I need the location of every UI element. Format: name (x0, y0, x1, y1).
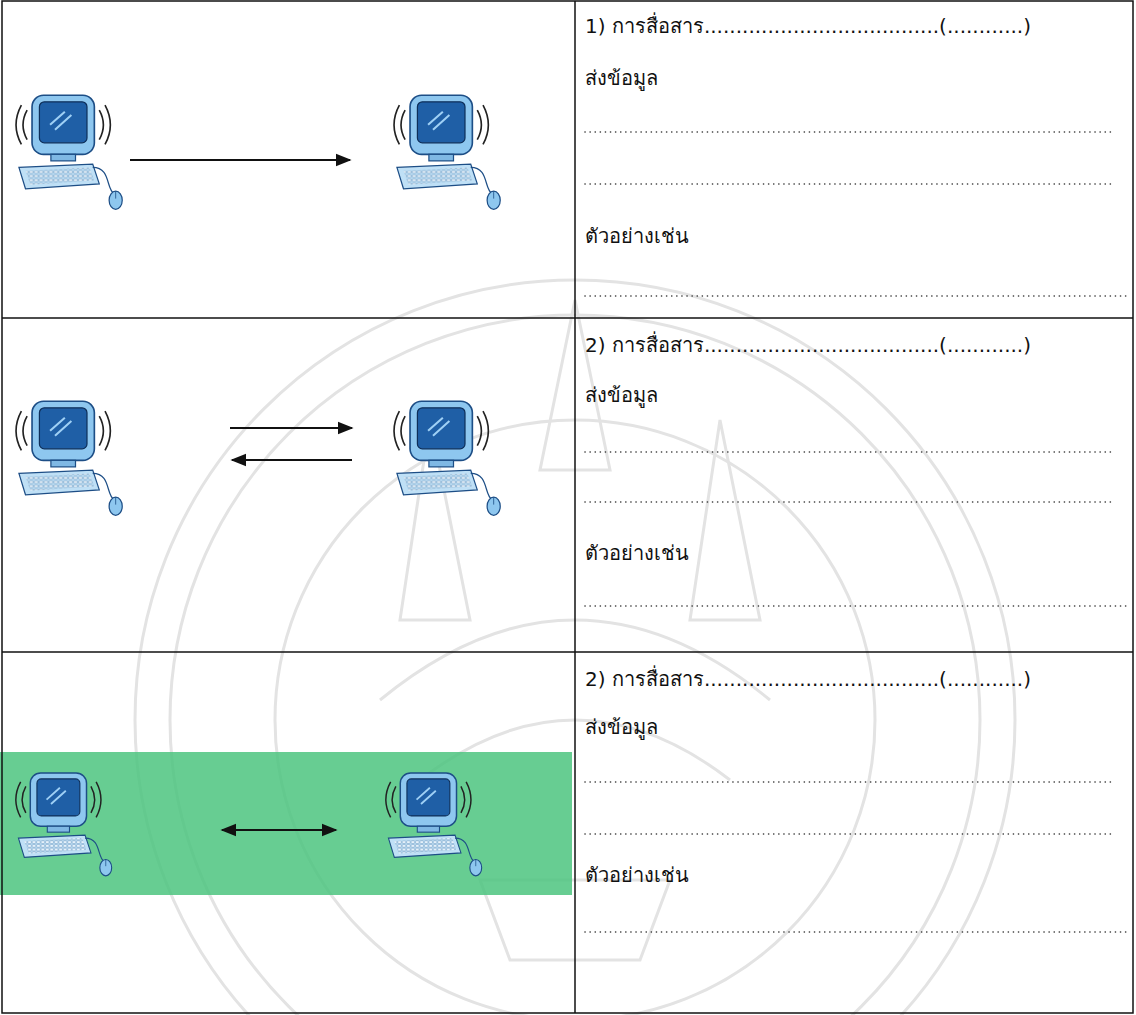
prompt-label: ตัวอย่างเช่น (585, 540, 689, 566)
table-cell: 2) การสื่อสาร...........................… (575, 318, 1133, 652)
backward-arrow (232, 459, 352, 461)
text-slot: ตัวอย่างเช่น (585, 540, 1123, 566)
prompt-label: ตัวอย่างเช่น (585, 223, 689, 249)
computer-icon (394, 401, 500, 515)
highlight-band (0, 752, 572, 895)
text-slot: 2) การสื่อสาร...........................… (585, 332, 1123, 358)
prompt-label: ส่งข้อมูล (585, 714, 658, 740)
question-heading: 2) การสื่อสาร...........................… (585, 332, 1031, 358)
prompt-label: ตัวอย่างเช่น (585, 862, 689, 888)
computer-icon (16, 401, 122, 515)
question-heading: 2) การสื่อสาร...........................… (585, 666, 1031, 692)
one-way-arrow (130, 159, 350, 161)
text-slot: ตัวอย่างเช่น (585, 223, 1123, 249)
computer-icon (16, 773, 112, 876)
text-slot: ส่งข้อมูล (585, 65, 1123, 91)
question-heading: 1) การสื่อสาร...........................… (585, 13, 1031, 39)
prompt-label: ส่งข้อมูล (585, 382, 658, 408)
prompt-label: ส่งข้อมูล (585, 65, 658, 91)
computer-icon (386, 773, 482, 876)
computer-icon (394, 95, 500, 209)
table-cell: 2) การสื่อสาร...........................… (575, 652, 1133, 1013)
text-slot: 1) การสื่อสาร...........................… (585, 13, 1123, 39)
two-way-arrow (222, 829, 336, 831)
forward-arrow (230, 427, 352, 429)
table-cell: 1) การสื่อสาร...........................… (575, 1, 1133, 318)
dotted-blank (585, 132, 1126, 932)
computer-icon (16, 95, 122, 209)
text-slot: ตัวอย่างเช่น (585, 862, 1123, 888)
text-slot: 2) การสื่อสาร...........................… (585, 666, 1123, 692)
text-slot: ส่งข้อมูล (585, 382, 1123, 408)
text-slot: ส่งข้อมูล (585, 714, 1123, 740)
